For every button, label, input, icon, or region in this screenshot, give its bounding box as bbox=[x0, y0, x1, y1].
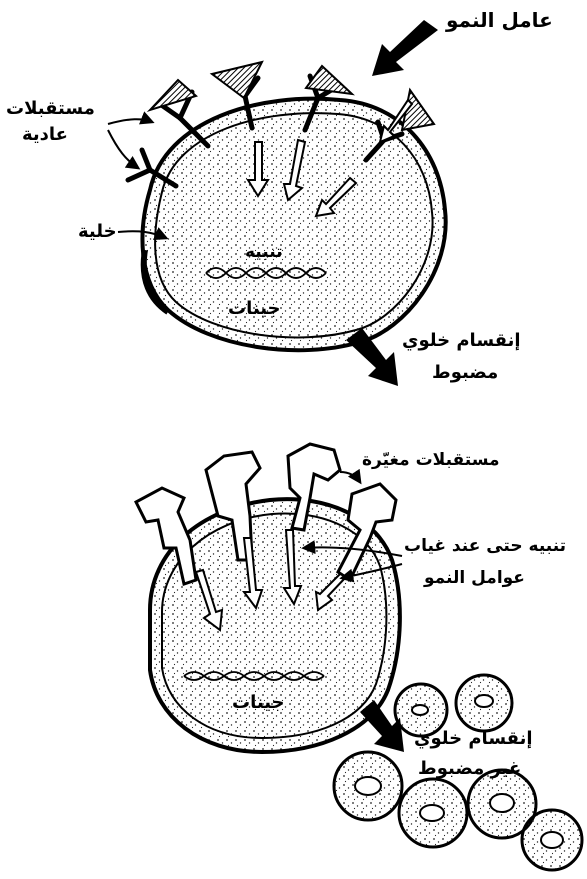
daughter-cell-2 bbox=[456, 675, 512, 731]
label-cell: خلية bbox=[78, 221, 117, 244]
growth-factor-arrow bbox=[372, 20, 438, 76]
label-top-stimulation: تنبيه bbox=[245, 242, 283, 263]
label-normal-receptors-line2: عادية bbox=[22, 124, 68, 147]
label-bottom-stimulation-line1: تنبيه حتى عند غياب bbox=[404, 536, 566, 557]
label-growth-factor: عامل النمو bbox=[446, 8, 553, 33]
pointer-normal-receptors-2 bbox=[108, 130, 138, 168]
label-altered-receptors: مستقبلات مغيّرة bbox=[362, 450, 500, 471]
label-top-division-line1: إنقسام خلوي bbox=[402, 330, 521, 353]
growth-factor-ligand-1 bbox=[150, 80, 196, 110]
label-bottom-genes: جينات bbox=[232, 692, 285, 715]
label-normal-receptors-line1: مستقبلات bbox=[6, 98, 95, 121]
label-bottom-division-line2: غير مضبوط bbox=[418, 758, 521, 781]
pointer-altered-receptors bbox=[340, 472, 360, 482]
daughter-cell-3 bbox=[334, 752, 402, 820]
label-bottom-division-line1: إنقسام خلوي bbox=[414, 728, 533, 751]
label-top-division-line2: مضبوط bbox=[432, 362, 498, 385]
label-bottom-stimulation-line2: عوامل النمو bbox=[424, 568, 525, 589]
daughter-cell-6 bbox=[522, 810, 582, 870]
pointer-normal-receptors-1 bbox=[108, 119, 152, 124]
label-top-genes: جينات bbox=[228, 298, 281, 321]
growth-factor-ligand-3 bbox=[306, 66, 352, 94]
daughter-cell-4 bbox=[399, 779, 467, 847]
